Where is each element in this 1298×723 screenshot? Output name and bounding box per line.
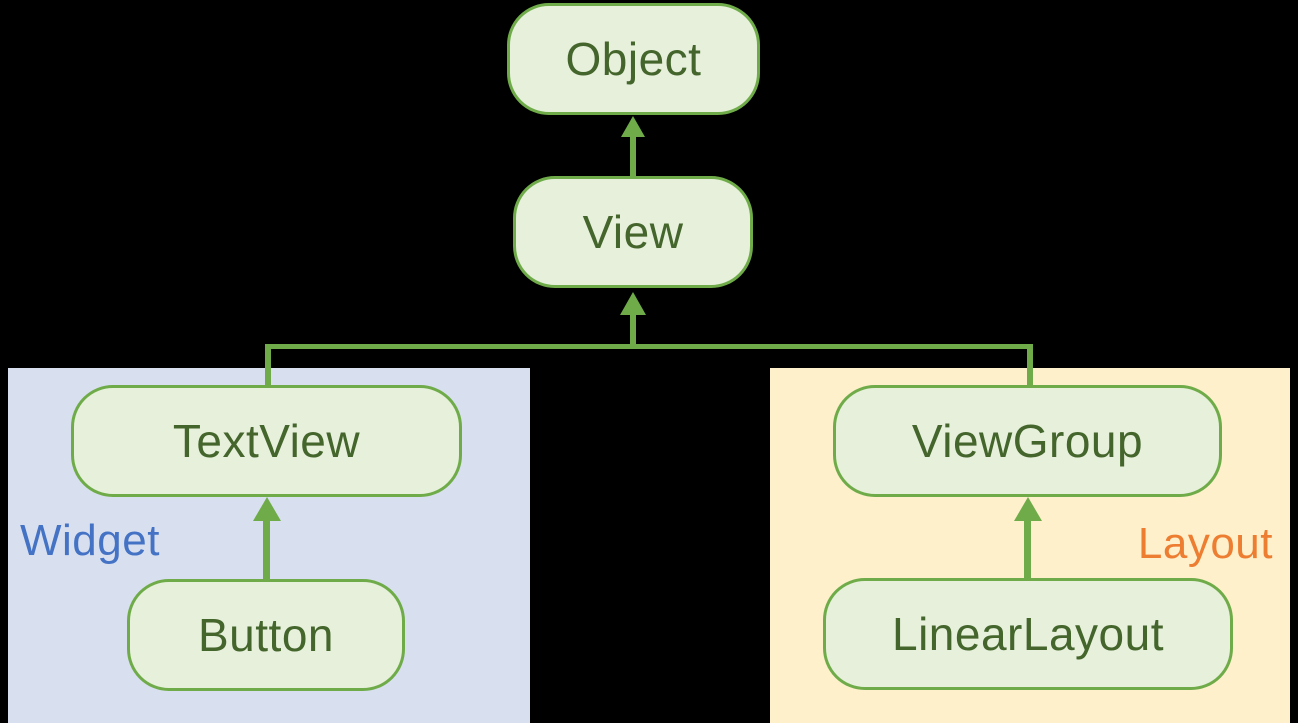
node-button-label: Button: [198, 609, 334, 661]
arrow-view-to-object-stem: [630, 135, 636, 178]
node-linearlayout-label: LinearLayout: [892, 608, 1164, 660]
arrowhead-up-icon: [620, 292, 646, 315]
node-button: Button: [127, 579, 405, 691]
node-linearlayout: LinearLayout: [823, 578, 1233, 690]
node-viewgroup-label: ViewGroup: [911, 415, 1144, 467]
arrow-connector-to-view-stem: [630, 313, 636, 346]
node-view: View: [513, 176, 753, 288]
arrowhead-up-icon: [621, 116, 645, 137]
arrowhead-up-icon: [253, 497, 281, 521]
connector-horizontal-line: [265, 344, 1033, 349]
arrow-linearlayout-to-viewgroup-stem: [1024, 519, 1031, 579]
node-object: Object: [507, 3, 760, 115]
arrow-button-to-textview-stem: [263, 519, 270, 580]
widget-region-label: Widget: [20, 516, 160, 565]
connector-right-drop: [1027, 344, 1033, 387]
node-textview: TextView: [71, 385, 462, 497]
node-object-label: Object: [565, 33, 702, 85]
layout-region-label: Layout: [1137, 519, 1273, 568]
node-viewgroup: ViewGroup: [833, 385, 1222, 497]
connector-left-drop: [265, 344, 271, 387]
node-view-label: View: [582, 206, 684, 258]
arrowhead-up-icon: [1014, 497, 1042, 521]
node-textview-label: TextView: [172, 415, 361, 467]
